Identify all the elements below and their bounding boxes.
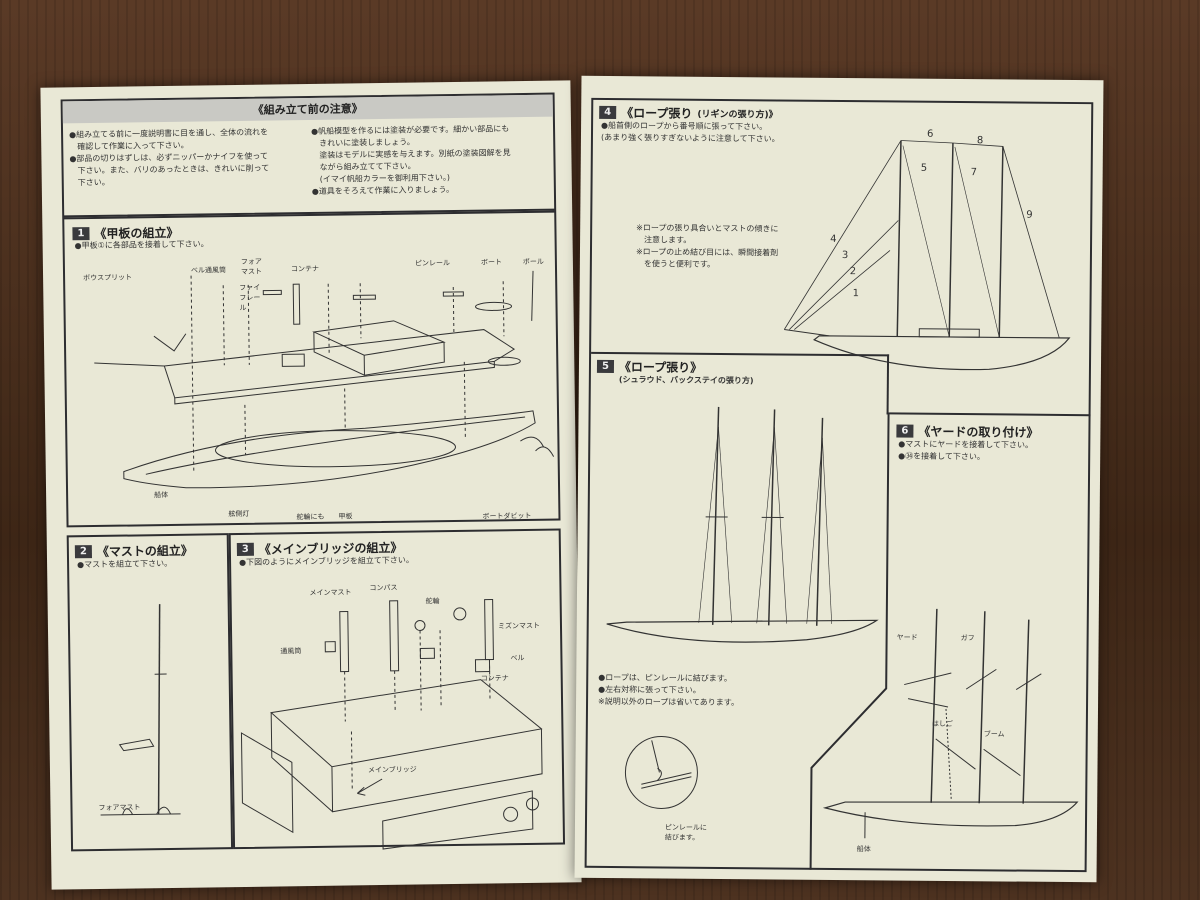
step6-note-line: ●㉞を接着して下さい。	[898, 451, 985, 462]
label-container-3: コンテナ	[480, 674, 509, 683]
label-deck: 甲板	[338, 512, 353, 521]
label-main-mast: メインマスト	[309, 588, 352, 598]
label-rudder: 舵輪にも	[296, 512, 325, 522]
step6-number: 6	[896, 424, 914, 438]
caution-col2: ●帆船模型を作るには塗装が必要です。細かい部品にも きれいに塗装しましょう。 塗…	[311, 123, 552, 198]
label-vent: 通風筒	[204, 266, 227, 275]
label-main-bridge: メインブリッジ	[367, 765, 417, 775]
label-wheel: 舵輪	[425, 597, 440, 606]
label-hull: 船体	[154, 490, 169, 500]
left-page: 《組み立て前の注意》 ●組み立てる前に一度説明書に目を通し、全体の流れを 確認し…	[40, 80, 582, 890]
label-fore-mast: フォアマスト	[240, 257, 263, 276]
label-container: コンテナ	[290, 264, 320, 274]
label-pole: ポール	[522, 257, 544, 267]
label-side-light: 舷側灯	[228, 509, 250, 519]
label-fife-rail: ファイフレール	[239, 283, 261, 312]
caution-col1: ●組み立てる前に一度説明書に目を通し、全体の流れを 確認して作業に入って下さい。…	[69, 126, 306, 189]
yard-diagram	[822, 608, 1079, 839]
label-bowsprit: ボウスプリット	[83, 273, 133, 283]
deck-assembly-diagram	[94, 270, 555, 489]
label-bell: ベル	[190, 266, 206, 275]
caution-title: 《組み立て前の注意》	[252, 102, 363, 117]
label-pin-rail: ピンレール	[414, 259, 450, 268]
label-boom: ブーム	[983, 730, 1005, 739]
label-vent-3: 通風筒	[280, 647, 302, 656]
step6-notes: ●マストにヤードを接着して下さい。 ●㉞を接着して下さい。	[898, 439, 1033, 464]
label-hull-6: 船体	[856, 845, 871, 854]
label-ladder: はしご	[931, 719, 953, 729]
step6-frame	[809, 414, 890, 870]
label-mizzen-mast: ミズンマスト	[497, 621, 541, 631]
label-gaff: ガフ	[960, 634, 975, 643]
step2-fore-mast-label: フォアマスト	[98, 803, 141, 812]
label-boat: ボート	[480, 258, 502, 267]
label-yard: ヤード	[896, 633, 918, 642]
bridge-assembly-diagram	[240, 598, 543, 850]
label-boat-davit: ボートダビット	[482, 511, 532, 521]
label-compass: コンパス	[369, 583, 398, 593]
right-page: 4 《ロープ張り (リギンの張り方)》 ●船首側のロープから番号順に張って下さい…	[574, 75, 1104, 883]
shroud-diagram	[606, 406, 879, 643]
mast-assembly-diagram	[100, 604, 181, 816]
label-bell-3: ベル	[510, 654, 525, 663]
pin-rail-detail	[624, 735, 698, 809]
